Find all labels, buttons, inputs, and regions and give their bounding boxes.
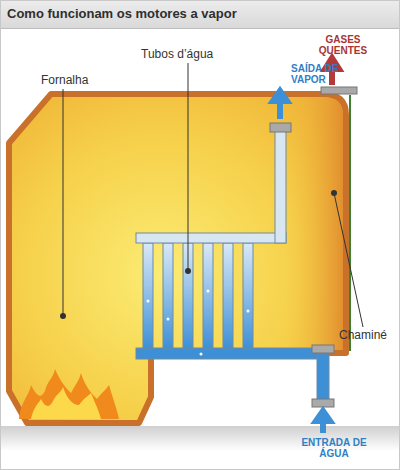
- water-tube: [223, 243, 233, 349]
- top-header: [136, 233, 286, 243]
- bubble: [147, 300, 150, 303]
- bubble: [167, 318, 170, 321]
- water-tube: [143, 243, 153, 349]
- leader-line: [63, 89, 64, 315]
- leader-dot: [185, 268, 191, 274]
- flow-label: SAÍDA DE VAPOR: [291, 63, 343, 85]
- part-label: Tubos d’água: [141, 48, 241, 61]
- bubble: [207, 290, 210, 293]
- leader-dot: [60, 313, 66, 319]
- bubble: [247, 310, 250, 313]
- leader-line: [334, 193, 363, 327]
- flow-label: GASES QUENTES: [313, 34, 373, 56]
- water-tube: [163, 243, 173, 349]
- part-label: Fornalha: [41, 74, 121, 87]
- water-arrow: [316, 411, 330, 433]
- chimney-cap: [321, 87, 357, 94]
- leader-line: [188, 63, 189, 271]
- steam-arrow: [273, 91, 287, 119]
- pipe-fitting: [312, 345, 334, 353]
- flame: [19, 369, 119, 419]
- boiler-body: [9, 94, 346, 423]
- steam-pipe: [275, 131, 286, 243]
- water-tube: [203, 243, 213, 349]
- diagram-title: Como funcionam os motores a vapor: [7, 7, 237, 21]
- chimney-wall: [349, 95, 351, 351]
- part-label: Chaminé: [339, 329, 399, 342]
- water-tube: [243, 243, 253, 349]
- inlet-pipe: [317, 354, 329, 402]
- bottom-header: [136, 348, 318, 359]
- leader-dot: [331, 190, 337, 196]
- flame-core: [31, 387, 101, 419]
- pipe-fitting: [270, 123, 291, 132]
- bubble: [200, 353, 203, 356]
- flow-label: ENTRADA DE ÁGUA: [301, 437, 367, 459]
- hot-gas-zone: [283, 97, 343, 350]
